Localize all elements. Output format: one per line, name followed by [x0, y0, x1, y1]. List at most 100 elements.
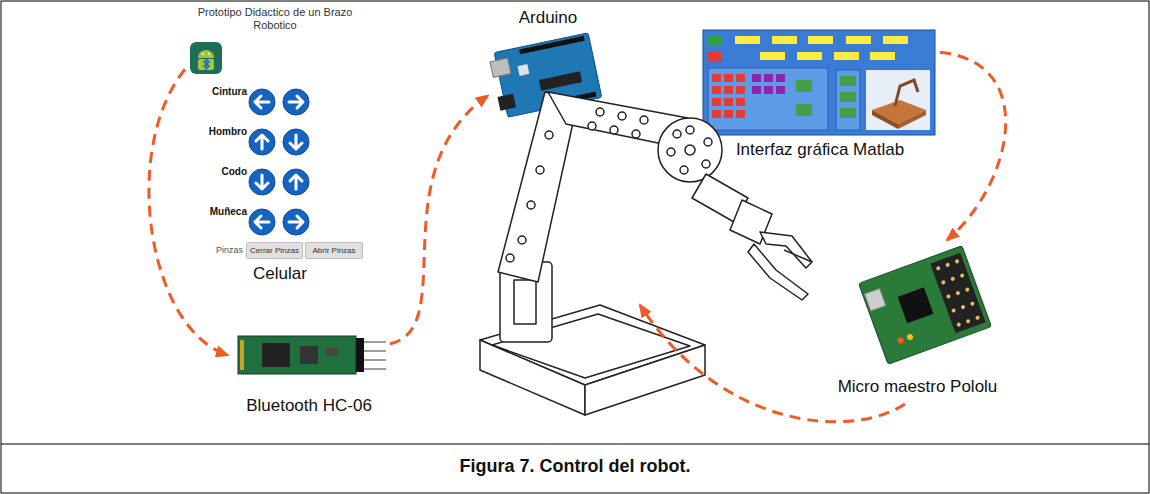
arduino-node: Arduino	[488, 6, 608, 118]
bluetooth-module-part	[326, 348, 338, 356]
arrow-button-part	[283, 169, 309, 195]
matlab-gui-part	[736, 74, 745, 82]
control-arrow	[390, 96, 488, 344]
arrow-button-part	[283, 89, 309, 115]
matlab-gui-part	[834, 52, 859, 60]
servo-controller-board-part	[966, 319, 971, 324]
device-label: Interfaz gráfica Matlab	[700, 140, 940, 160]
matlab-gui-part	[898, 110, 926, 129]
matlab-gui-part	[724, 110, 733, 118]
servo-controller-board-part	[960, 273, 965, 278]
bluetooth-module-part	[356, 338, 364, 372]
robot-arm-drawing-part	[585, 345, 705, 415]
arrow-button-part	[283, 129, 309, 155]
matlab-gui-part	[872, 110, 898, 129]
servo-controller-board-part	[946, 294, 951, 299]
matlab-gui-part	[712, 86, 721, 94]
servo-controller-board-part	[960, 305, 965, 310]
app-icon-part	[198, 50, 214, 58]
matlab-gui-part	[736, 86, 745, 94]
button-label: Cerrar Pinzas	[247, 243, 302, 258]
servo-controller-board-part	[941, 280, 946, 285]
arduino-board-part	[519, 36, 585, 55]
matlab-gui-part	[866, 70, 930, 130]
bluetooth-module-part	[300, 346, 318, 364]
bluetooth-node: Bluetooth HC-06	[228, 325, 390, 419]
servo-controller-board-part	[865, 289, 886, 311]
arrow-button-part	[256, 175, 268, 189]
arrow-button-part	[249, 169, 275, 195]
matlab-gui-part	[724, 86, 733, 94]
arrow-button-part	[290, 135, 302, 149]
joint-label: Muñeca	[190, 206, 247, 218]
arduino-board-part	[517, 64, 529, 76]
servo-controller-board-part	[975, 315, 980, 320]
device-label: Micro maestro Pololu	[825, 377, 1010, 397]
robot-arm-drawing-part	[545, 131, 553, 139]
matlab-gui-part	[736, 98, 745, 106]
joint-label: Hombro	[190, 126, 247, 138]
matlab-gui-part	[760, 52, 785, 60]
arduino-board-part	[539, 71, 582, 90]
matlab-gui-part	[764, 86, 773, 94]
bluetooth-module-part	[364, 359, 386, 361]
arrow-button-part	[249, 129, 275, 155]
matlab-gui-part	[703, 30, 935, 135]
servo-controller-board-part	[930, 253, 985, 333]
robot-arm-drawing-part	[536, 166, 544, 174]
matlab-gui-part	[796, 80, 812, 92]
robot-arm-drawing-part	[518, 236, 526, 244]
robot-arm-drawing-part	[784, 250, 812, 262]
servo-controller-board-part	[956, 322, 961, 327]
matlab-gui-part	[772, 36, 797, 44]
robot-arm-drawing-part	[610, 126, 618, 134]
matlab-gui-part	[840, 92, 856, 102]
robot-arm-drawing-part	[702, 160, 710, 168]
app-icon-part	[190, 42, 222, 74]
servo-controller-board-part	[951, 308, 956, 313]
app-title: Prototipo Didactico de un Brazo Robotico	[190, 6, 360, 32]
bluetooth-module-part	[364, 368, 386, 370]
app-icon	[190, 42, 222, 74]
device-label: Bluetooth HC-06	[228, 396, 390, 416]
matlab-gui-part	[872, 100, 926, 124]
servo-controller-board-part	[955, 290, 960, 295]
matlab-gui-part	[708, 68, 828, 130]
servo-controller-board-part	[945, 262, 950, 267]
bluetooth-module-part	[240, 340, 244, 370]
arrow-button-part	[290, 175, 302, 189]
matlab-gui-part	[712, 98, 721, 106]
robot-arm-drawing-part	[704, 138, 712, 146]
servo-controller-board-part	[965, 287, 970, 292]
servo-controller-board	[859, 246, 992, 364]
matlab-gui-part	[712, 110, 721, 118]
servo-controller-board-part	[950, 276, 955, 281]
arrow-button-part	[289, 216, 303, 228]
arrow-button-part	[249, 89, 275, 115]
matlab-gui-part	[724, 98, 733, 106]
robot-arm-drawing-part	[480, 340, 585, 415]
matlab-gui-part	[846, 36, 871, 44]
robot-arm-drawing-part	[640, 116, 648, 124]
matlab-gui-part	[796, 104, 812, 116]
robot-arm-drawing-part	[527, 201, 535, 209]
matlab-gui-part	[776, 74, 785, 82]
robot-arm-drawing-part	[514, 280, 536, 324]
robot-arm-drawing-part	[673, 130, 681, 138]
matlab-gui-part	[797, 52, 822, 60]
app-icon-part	[208, 53, 210, 55]
arrow-button-part	[255, 216, 269, 228]
matlab-gui-part	[724, 74, 733, 82]
matlab-gui-part	[836, 70, 860, 130]
bluetooth-module-part	[364, 341, 386, 343]
arrow-button-part	[289, 96, 303, 108]
matlab-gui-part	[895, 80, 918, 106]
servo-controller-board-part	[859, 246, 992, 364]
robot-arm-drawing-part	[680, 166, 688, 174]
arrow-button-part	[283, 209, 309, 235]
